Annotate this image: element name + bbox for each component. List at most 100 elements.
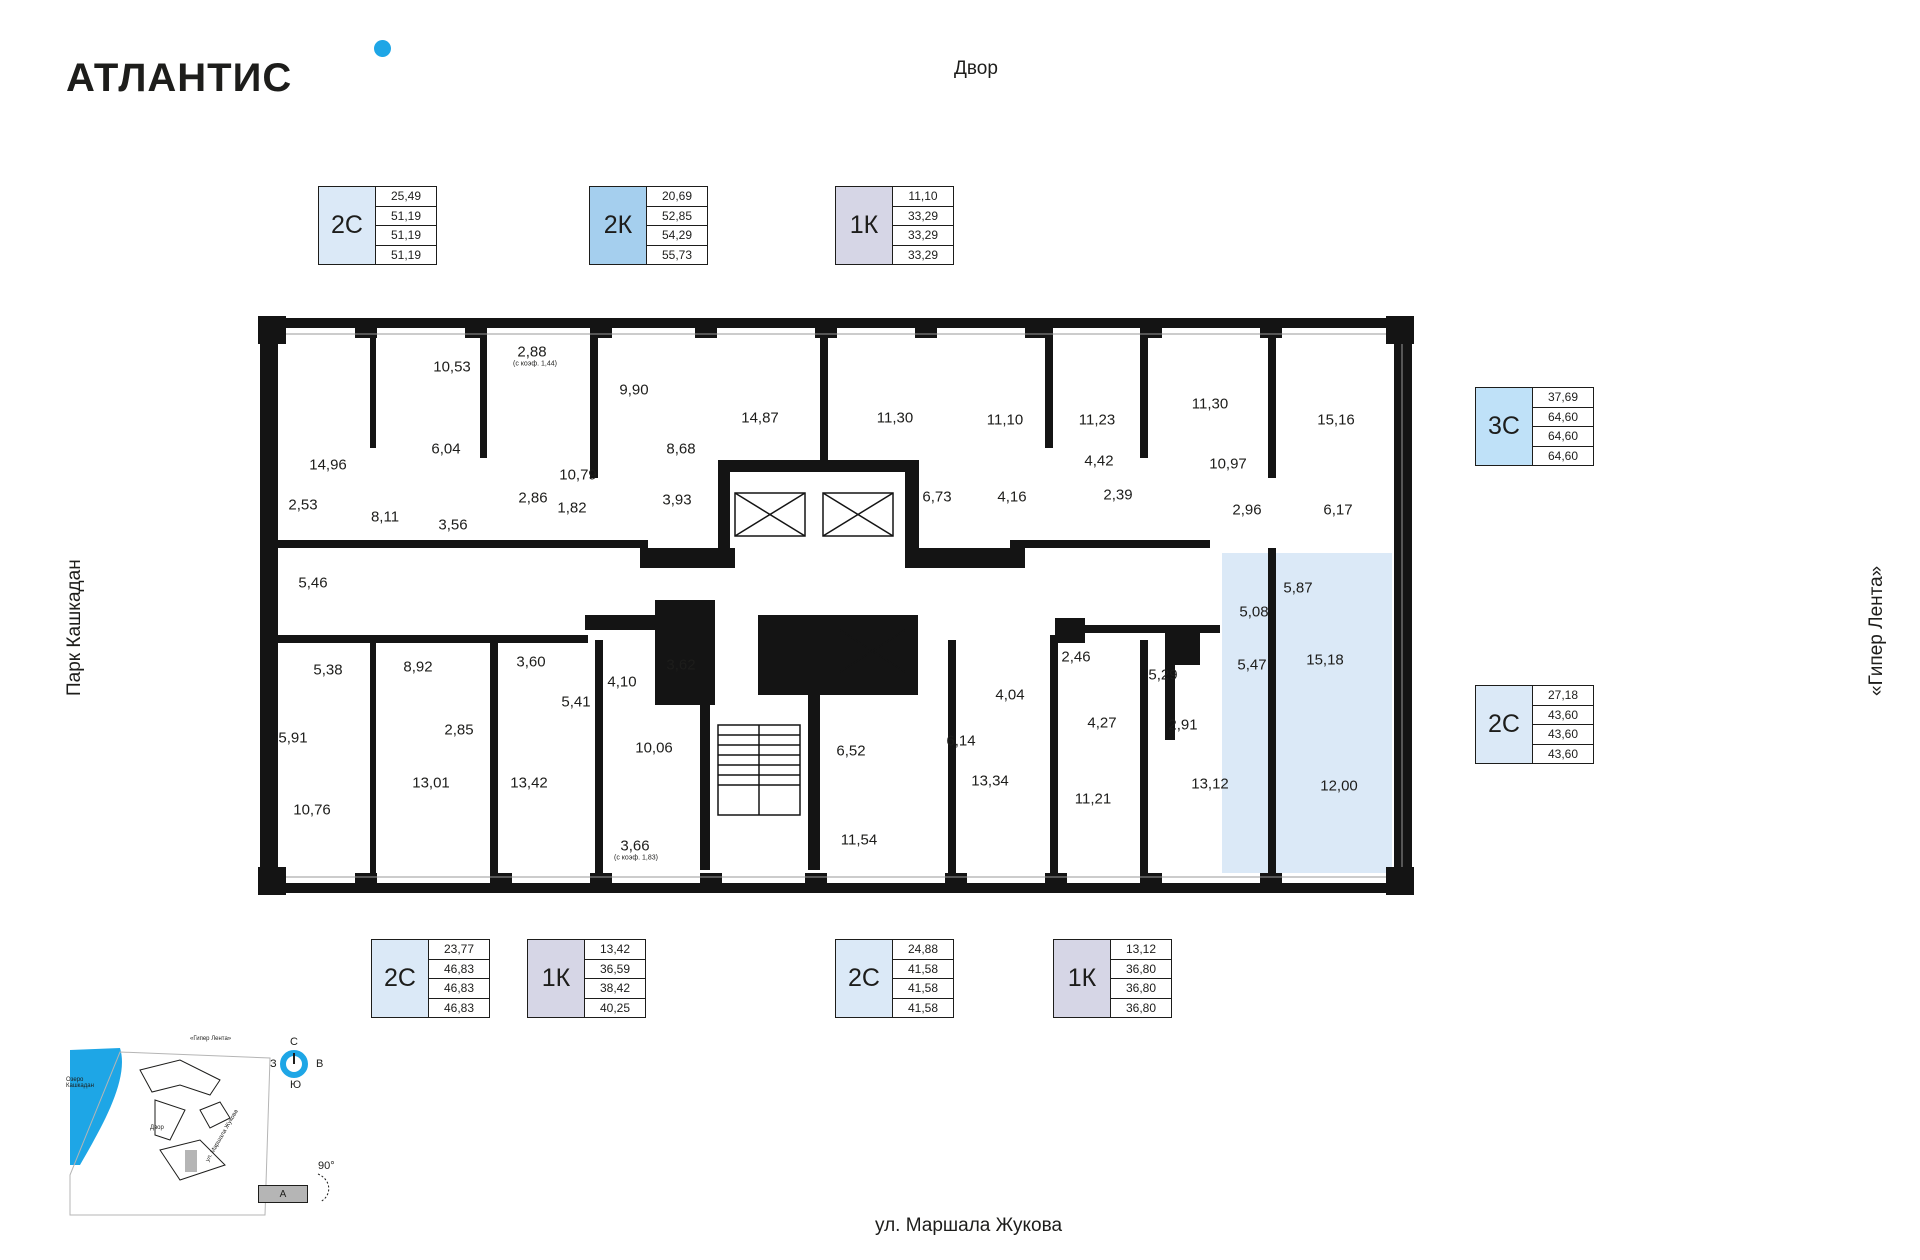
room-area[interactable]: 10,53 (433, 358, 471, 376)
room-note: (с коэф. 1,83) (614, 854, 658, 862)
area-value: 36,59 (585, 960, 645, 979)
area-value: 64,60 (1547, 448, 1579, 463)
apartment-legend[interactable]: 1К 13,42 36,59 38,42 40,25 (527, 939, 646, 1018)
room-area[interactable]: 6,52 (836, 742, 866, 760)
room-area[interactable]: 10,79 (559, 466, 597, 484)
room-area[interactable]: 15,16 (1317, 411, 1355, 429)
apartment-legend[interactable]: 2С 24,88 41,58 41,58 41,58 (835, 939, 954, 1018)
apartment-legend[interactable]: 2К 20,69 52,85 54,29 55,73 (589, 186, 708, 265)
room-area[interactable]: 8,68 (666, 440, 696, 458)
room-area[interactable]: 14,87 (741, 409, 779, 427)
apartment-code: 3С (1476, 388, 1533, 465)
room-area[interactable]: 13,12 (1191, 775, 1229, 793)
section-marker: А (258, 1185, 308, 1203)
orientation-top: Двор (954, 58, 998, 79)
room-area[interactable]: 2,46 (1061, 648, 1091, 666)
room-area[interactable]: 13,42 (510, 774, 548, 792)
living-area: 27,18 (1533, 686, 1593, 706)
room-area[interactable]: 2,39 (1103, 486, 1133, 504)
room-area[interactable]: 6,73 (922, 488, 952, 506)
room-area[interactable]: 2,91 (1168, 716, 1198, 734)
apartment-code: 2С (319, 187, 376, 264)
area-value: 51,19 (376, 226, 436, 246)
room-area[interactable]: 14,96 (309, 456, 347, 474)
area-value: 51,19 (376, 207, 436, 226)
minimap-store-label: «Гипер Лента» (190, 1036, 232, 1042)
area-value: 52,85 (647, 207, 707, 226)
area-value: 64,60 (1533, 408, 1593, 427)
highlighted-apartment[interactable] (1222, 553, 1392, 873)
living-area: 23,77 (429, 940, 489, 960)
area-value: 33,29 (893, 207, 953, 226)
area-value: 33,29 (893, 226, 953, 246)
apartment-code: 1К (1054, 940, 1111, 1017)
room-area[interactable]: 15,18 (1306, 651, 1344, 669)
area-value: 55,73 (661, 247, 693, 262)
room-area[interactable]: 8,92 (403, 658, 433, 676)
room-area[interactable]: 11,30 (1191, 395, 1229, 413)
room-area[interactable]: 4,42 (1084, 452, 1114, 470)
room-area[interactable]: 5,38 (313, 661, 343, 679)
area-value: 46,83 (443, 1000, 475, 1015)
room-area[interactable]: 5,29 (1148, 666, 1178, 684)
room-area[interactable]: 10,76 (293, 801, 331, 819)
room-area[interactable]: 6,14 (946, 732, 976, 750)
brand-logo: АТЛАНТИС (66, 56, 293, 100)
room-area[interactable]: 3,60 (516, 653, 546, 671)
room-area[interactable]: 13,01 (412, 774, 450, 792)
area-value: 36,80 (1111, 960, 1171, 979)
area-value: 46,83 (429, 979, 489, 999)
apartment-legend[interactable]: 2С 27,18 43,60 43,60 43,60 (1475, 685, 1594, 764)
room-area[interactable]: 5,41 (561, 693, 591, 711)
room-area[interactable]: 10,06 (635, 739, 673, 757)
room-area[interactable]: 5,47 (1237, 656, 1267, 674)
apartment-legend[interactable]: 2С 23,77 46,83 46,83 46,83 (371, 939, 490, 1018)
area-value: 64,60 (1533, 427, 1593, 447)
room-area[interactable]: 8,11 (370, 508, 400, 526)
apartment-code: 2С (372, 940, 429, 1017)
room-area[interactable]: 4,10 (607, 673, 637, 691)
room-area[interactable]: 3,62 (666, 656, 696, 674)
room-area[interactable]: 5,87 (1283, 579, 1313, 597)
living-area: 13,42 (585, 940, 645, 960)
room-area[interactable]: 6,17 (1323, 501, 1353, 519)
minimap-lake-label: Озеро Кашкадан (66, 1077, 94, 1089)
area-value: 43,60 (1547, 746, 1579, 761)
room-area[interactable]: 2,85 (444, 721, 474, 739)
room-area[interactable]: 3,56 (438, 516, 468, 534)
room-area[interactable]: 11,21 (1074, 790, 1112, 808)
room-area[interactable]: 5,91 (278, 729, 308, 747)
room-area[interactable]: 2,53 (288, 496, 318, 514)
apartment-legend[interactable]: 2С 25,49 51,19 51,19 51,19 (318, 186, 437, 265)
apartment-legend[interactable]: 1К 11,10 33,29 33,29 33,29 (835, 186, 954, 265)
room-area[interactable]: 11,23 (1078, 411, 1116, 429)
room-area[interactable]: 5,46 (298, 574, 328, 592)
room-area[interactable]: 2,96 (1232, 501, 1262, 519)
area-value: 33,29 (907, 247, 939, 262)
area-value: 54,29 (647, 226, 707, 246)
room-area[interactable]: 11,54 (840, 831, 878, 849)
room-area[interactable]: 4,27 (1087, 714, 1117, 732)
room-area[interactable]: 5,08 (1239, 603, 1269, 621)
apartment-legend[interactable]: 1К 13,12 36,80 36,80 36,80 (1053, 939, 1172, 1018)
room-area[interactable]: 1,82 (557, 499, 587, 517)
room-area[interactable]: 3,93 (662, 491, 692, 509)
apartment-code: 2С (1476, 686, 1533, 763)
room-area[interactable]: 4,04 (995, 686, 1025, 704)
room-area[interactable]: 11,10 (986, 411, 1024, 429)
room-area[interactable]: 12,00 (1320, 777, 1358, 795)
apartment-legend[interactable]: 3С 37,69 64,60 64,60 64,60 (1475, 387, 1594, 466)
room-area[interactable]: 6,04 (431, 440, 461, 458)
area-value: 38,42 (585, 979, 645, 999)
room-area[interactable]: 2,88 (517, 343, 547, 361)
minimap-yard-label: Двор (150, 1125, 164, 1131)
room-area[interactable]: 2,86 (518, 489, 548, 507)
room-area[interactable]: 10,97 (1209, 455, 1247, 473)
room-area[interactable]: 9,90 (619, 381, 649, 399)
room-area[interactable]: 4,16 (997, 488, 1027, 506)
orientation-bottom: ул. Маршала Жукова (875, 1215, 1063, 1236)
room-area[interactable]: 13,34 (971, 772, 1009, 790)
room-area[interactable]: 3,66 (620, 837, 650, 855)
room-area[interactable]: 11,30 (876, 409, 914, 427)
